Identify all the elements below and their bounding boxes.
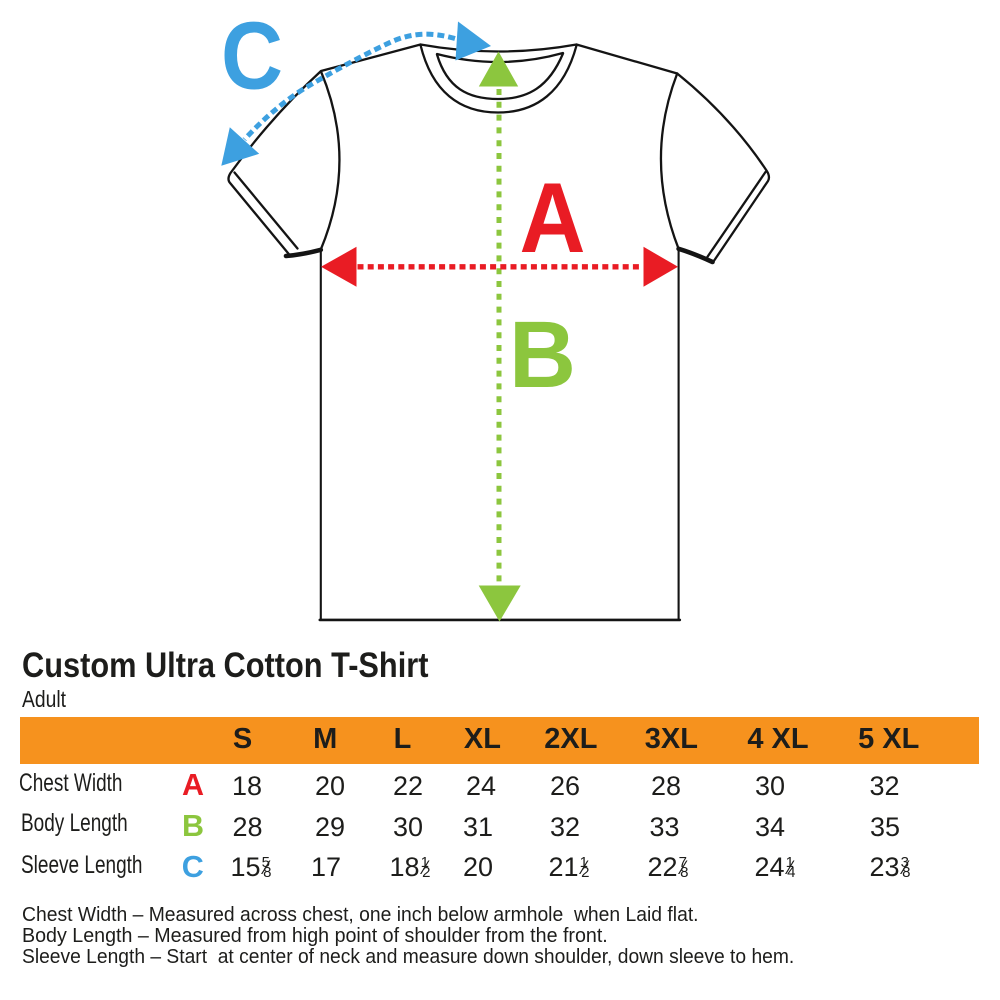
svg-text:A: A — [520, 162, 586, 273]
svg-text:B: B — [509, 302, 576, 408]
svg-text:C: C — [221, 3, 283, 110]
